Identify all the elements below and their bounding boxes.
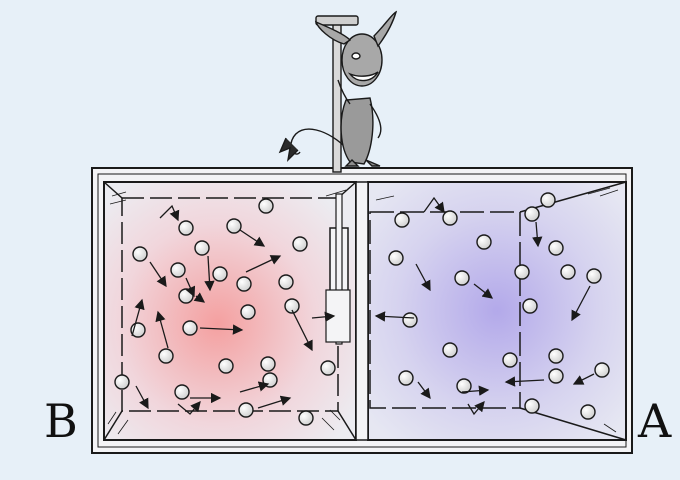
molecule [260,356,276,372]
collision-path [423,196,445,214]
velocity-arrow [199,324,244,335]
velocity-arrow [204,255,215,292]
molecule [454,270,470,286]
velocity-arrow [415,263,431,292]
velocity-arrow [239,381,270,393]
velocity-arrow [504,376,545,387]
molecule [132,246,148,262]
molecule [258,198,274,214]
molecule [560,264,576,280]
molecule [238,402,254,418]
molecule [502,352,518,368]
molecule [540,192,556,208]
molecule [580,404,596,420]
velocity-arrow [239,229,266,247]
velocity-arrow [374,311,415,322]
collision-path [467,401,485,416]
molecule [514,264,530,280]
molecule [524,398,540,414]
divider-trapdoor [325,181,369,441]
molecule [240,304,256,320]
label-b: B [44,394,78,448]
molecule [456,378,472,394]
molecule [320,360,336,376]
velocity-arrow [311,311,336,323]
collision-path [159,204,180,222]
molecule [394,212,410,228]
molecule [284,298,300,314]
velocity-arrow [193,292,206,303]
velocity-arrow [185,277,196,298]
velocity-arrow [131,298,145,337]
velocity-arrow [149,261,167,288]
molecule [178,288,194,304]
molecule [212,266,228,282]
velocity-arrow [572,373,595,385]
molecule [158,348,174,364]
molecule [298,410,314,426]
molecule [548,368,564,384]
molecule [548,240,564,256]
molecule [442,210,458,226]
demon-figure [278,10,398,173]
molecules-cold [388,192,610,420]
molecule [476,234,492,250]
velocity-arrow [571,285,591,322]
molecule [388,250,404,266]
molecule [402,312,418,328]
label-a: A [638,394,672,448]
molecule [194,240,210,256]
molecule [292,236,308,252]
molecule [278,274,294,290]
molecule [594,362,610,378]
molecule [398,370,414,386]
molecule [442,342,458,358]
molecule [524,206,540,222]
molecule [114,374,130,390]
velocity-arrow [417,381,431,400]
velocity-arrow [135,385,149,410]
molecule [586,268,602,284]
velocity-arrow [473,283,494,299]
molecule [236,276,252,292]
chamber-right [367,181,627,441]
molecule [522,298,538,314]
velocity-arrow [291,309,313,352]
molecule [174,384,190,400]
molecule [226,218,242,234]
velocity-arrow [155,310,169,349]
molecule [548,348,564,364]
collision-path [177,401,201,415]
motion-arrows [131,196,595,416]
molecule [178,220,194,236]
molecule [218,358,234,374]
velocity-arrow [461,385,490,396]
velocity-arrow [257,395,292,409]
molecule [170,262,186,278]
velocity-arrow [532,221,543,248]
molecule [182,320,198,336]
velocity-arrow [245,255,282,273]
